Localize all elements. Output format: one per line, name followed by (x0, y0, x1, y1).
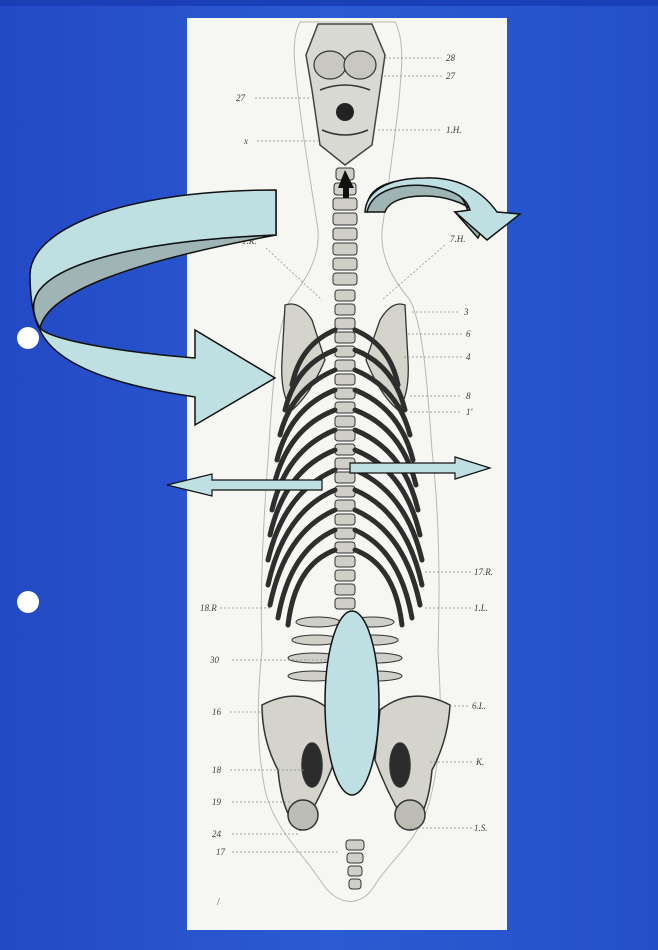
label-x: x (243, 136, 248, 146)
label-1prime: 1' (466, 407, 474, 417)
label-1H: 1.H. (446, 125, 462, 135)
label-6L: 6.L. (472, 701, 486, 711)
label-1L: 1.L. (474, 603, 488, 613)
lumbar-ellipse-shape (325, 611, 379, 795)
label-6: 6 (466, 329, 471, 339)
label-18: 18 (212, 765, 222, 775)
labels-right: 28 27 1.H. 7.H. 3 6 4 8 1' 17.R. 1.L. 6.… (446, 53, 493, 833)
label-3: 3 (463, 307, 469, 317)
label-30: 30 (209, 655, 220, 665)
label-1S: 1.S. (474, 823, 488, 833)
tail (346, 840, 364, 889)
label-24: 24 (212, 829, 222, 839)
rotation-arrow-right-shape (365, 178, 520, 240)
skull (306, 24, 385, 165)
label-K: K. (475, 757, 484, 767)
label-27-left: 27 (236, 93, 246, 103)
rotation-arrow-left-shape (30, 190, 276, 425)
label-4: 4 (466, 352, 471, 362)
label-7H: 7.H. (450, 234, 466, 244)
label-19: 19 (212, 797, 222, 807)
label-18R: 18.R (200, 603, 217, 613)
label-16: 16 (212, 707, 222, 717)
label-8: 8 (466, 391, 471, 401)
label-17: 17 (216, 847, 226, 857)
label-17R: 17.R. (474, 567, 493, 577)
label-28: 28 (446, 53, 456, 63)
lateral-double-arrow-shape (167, 457, 490, 496)
plate-mark: / (217, 897, 220, 908)
label-27-right: 27 (446, 71, 456, 81)
